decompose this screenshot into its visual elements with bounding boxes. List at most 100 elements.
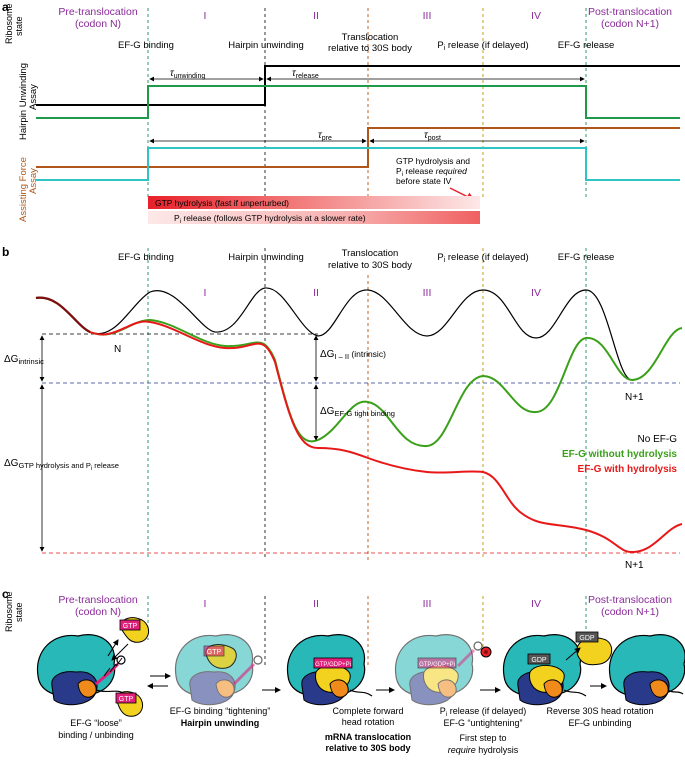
state-post-2: (codon N+1)	[601, 18, 659, 30]
caption-4-d: require hydrolysis	[448, 745, 519, 755]
caption-2-b: Hairpin unwinding	[181, 718, 260, 728]
caption-1-a: EF-G “loose”	[70, 718, 122, 728]
dg-intrinsic: ΔGintrinsic	[4, 354, 44, 366]
state-pre-2: (codon N)	[75, 18, 121, 30]
b-event-hairpin: Hairpin unwinding	[228, 252, 304, 263]
b-event-ef-g-release: EF-G release	[558, 252, 615, 263]
event-transloc-2: relative to 30S body	[328, 43, 412, 54]
ribosome-state-iv: GDP	[502, 634, 587, 706]
tau-post: τpost	[424, 130, 441, 142]
curve-shared-start	[35, 296, 91, 333]
ef-g-loose-top: GTP	[119, 617, 149, 643]
caption-5-a: Reverse 30S head rotation	[546, 706, 653, 716]
c-row-label-state: state	[14, 602, 24, 622]
caption-3-c: mRNA translocation	[325, 732, 411, 742]
state-I: I	[204, 10, 207, 22]
legend-ef-g-with: EF-G with hydrolysis	[578, 464, 678, 475]
gtp-note-3: before state IV	[396, 176, 452, 186]
assay-hairpin-label: Hairpin Unwinding	[18, 63, 29, 140]
assay-force-label-2: Assay	[28, 168, 39, 194]
tag-gdp-a: GDP	[531, 657, 547, 664]
tag-gtp-a: GTP	[123, 623, 138, 630]
curve-ef-g-with-hydrolysis	[35, 296, 683, 554]
bar-gtp-label: GTP hydrolysis (fast if unperturbed)	[155, 198, 289, 208]
ribosome-post	[608, 634, 685, 706]
c-state-IV: IV	[531, 598, 541, 610]
trace-green-hairpin	[36, 85, 680, 119]
tag-gtp-gdp-pi-1: GTP/GDP+Pi	[315, 662, 351, 668]
gtp-note-2: Pi release required	[396, 166, 467, 178]
event-ef-g-binding: EF-G binding	[118, 40, 174, 51]
state-pre-1: Pre-translocation	[58, 6, 138, 18]
caption-4-b: EF-G “untightening”	[443, 718, 522, 728]
event-pi-release: Pi release (if delayed)	[437, 40, 528, 52]
ribosome-state-iii	[394, 634, 474, 706]
c-state-post-1: Post-translocation	[588, 594, 672, 606]
c-state-I: I	[204, 598, 207, 610]
state-II: II	[313, 10, 319, 22]
c-state-III: III	[423, 598, 432, 610]
state-IV: IV	[531, 10, 541, 22]
bar-gtp-hydrolysis	[148, 196, 480, 209]
tag-state-iii: GTP/GDP+Pi	[417, 641, 483, 669]
caption-1-b: binding / unbinding	[58, 730, 134, 740]
legend-ef-g-without: EF-G without hydrolysis	[562, 449, 677, 460]
tag-gtp-b: GTP	[119, 696, 134, 703]
label-N1-b: N+1	[625, 560, 644, 571]
panel-a-letter: a	[2, 0, 9, 14]
tau-unwinding: τunwinding	[170, 68, 205, 80]
caption-3-a: Complete forward	[332, 706, 403, 716]
panel-b: b EF-G binding Hairpin unwinding Translo…	[2, 245, 683, 571]
caption-4-c: First step to	[459, 733, 506, 743]
panel-b-letter: b	[2, 245, 9, 259]
ef-g-state-i: GTP	[203, 644, 263, 686]
state-III: III	[423, 10, 432, 22]
curve-ef-g-without-hydrolysis	[35, 296, 683, 448]
ribosome-pre	[36, 634, 126, 706]
c-row-label-ribosome: Ribosome	[4, 591, 14, 632]
tag-gtp-gdp-pi-2: GTP/GDP+Pi	[419, 662, 455, 668]
gtp-note-1: GTP hydrolysis and	[396, 156, 470, 166]
panel-c: c Ribosome state Pre-translocation (codo…	[2, 587, 685, 755]
caption-3-d: relative to 30S body	[325, 743, 410, 753]
b-event-ef-g-binding: EF-G binding	[118, 252, 174, 263]
caption-4-a: Pi release (if delayed)	[440, 706, 527, 718]
caption-5-b: EF-G unbinding	[568, 718, 631, 728]
b-state-IV: IV	[531, 287, 541, 299]
b-event-pi-release: Pi release (if delayed)	[437, 252, 528, 264]
ribosome-state-ii: GTP/GDP+Pi	[286, 634, 373, 706]
c-state-II: II	[313, 598, 319, 610]
caption-3-b: head rotation	[342, 717, 395, 727]
c-state-post-2: (codon N+1)	[601, 606, 659, 618]
legend-no-ef-g: No EF-G	[638, 434, 678, 445]
event-ef-g-release: EF-G release	[558, 40, 615, 51]
b-event-transloc-2: relative to 30S body	[328, 260, 412, 271]
dg-i-ii: ΔGI – II (intrinsic)	[320, 349, 386, 361]
tau-pre: τpre	[318, 130, 332, 142]
dg-gtp: ΔGGTP hydrolysis and Pi release	[4, 458, 119, 472]
panel-a: a Ribosome state Pre-translocation (codo…	[2, 0, 680, 225]
assay-hairpin-label-2: Assay	[28, 84, 39, 110]
bar-pi-label: Pi release (follows GTP hydrolysis at a …	[174, 213, 366, 225]
event-transloc-1: Translocation	[342, 32, 399, 43]
b-state-III: III	[423, 287, 432, 299]
b-state-II: II	[313, 287, 319, 299]
row-label-ribosome: Ribosome	[4, 3, 14, 44]
panel-c-letter: c	[2, 587, 9, 601]
tag-gtp-c: GTP	[207, 649, 222, 656]
assay-force-label: Assisting Force	[18, 157, 29, 222]
caption-2-a: EF-G binding “tightening”	[170, 706, 271, 716]
bar-pi-release	[148, 211, 480, 224]
b-state-I: I	[204, 287, 207, 299]
state-post-1: Post-translocation	[588, 6, 672, 18]
dg-tight-binding: ΔGEF-G tight binding	[320, 406, 395, 418]
c-state-pre-1: Pre-translocation	[58, 594, 138, 606]
ef-g-released-gdp: GDP	[575, 631, 613, 666]
ef-g-loose-bottom: GTP	[115, 691, 143, 717]
event-hairpin: Hairpin unwinding	[228, 40, 304, 51]
trace-cyan-force	[36, 147, 680, 181]
curve-no-ef-g	[35, 287, 683, 381]
c-state-pre-2: (codon N)	[75, 606, 121, 618]
tau-release: τrelease	[292, 68, 319, 80]
